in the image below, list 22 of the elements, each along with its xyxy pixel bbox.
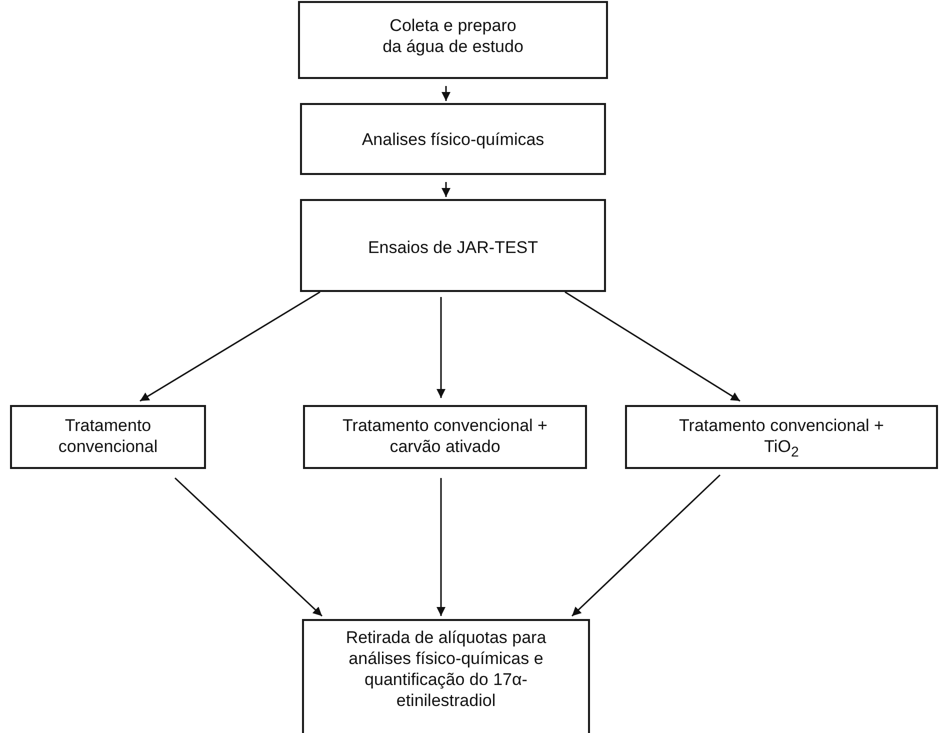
box-text: Tratamento convencional — [57, 415, 159, 457]
box-text: Analises físico-químicas — [362, 129, 544, 150]
process-box — [625, 405, 938, 469]
box-text: Tratamento convencional + TiO$_{2}$ — [678, 415, 885, 462]
process-box — [303, 405, 587, 469]
arrow — [564, 291, 740, 402]
process-box — [300, 103, 606, 175]
box-text: Ensaios de JAR-TEST — [368, 237, 538, 258]
process-box — [302, 619, 590, 733]
arrow — [571, 474, 721, 617]
arrow — [140, 291, 320, 402]
process-box — [10, 405, 206, 469]
arrow — [436, 478, 446, 616]
arrow — [174, 477, 323, 617]
box-text: Tratamento convencional + carvão ativado — [342, 415, 548, 457]
arrow — [436, 297, 446, 398]
arrow — [442, 182, 450, 197]
process-box — [300, 199, 606, 292]
arrow — [442, 86, 450, 101]
box-text: Coleta e preparo da água de estudo — [382, 15, 524, 57]
box-text: Retirada de alíquotas para análises físico-químicas e quantificação do 17α-etinilestradiol — [344, 627, 548, 711]
process-box — [298, 1, 608, 79]
